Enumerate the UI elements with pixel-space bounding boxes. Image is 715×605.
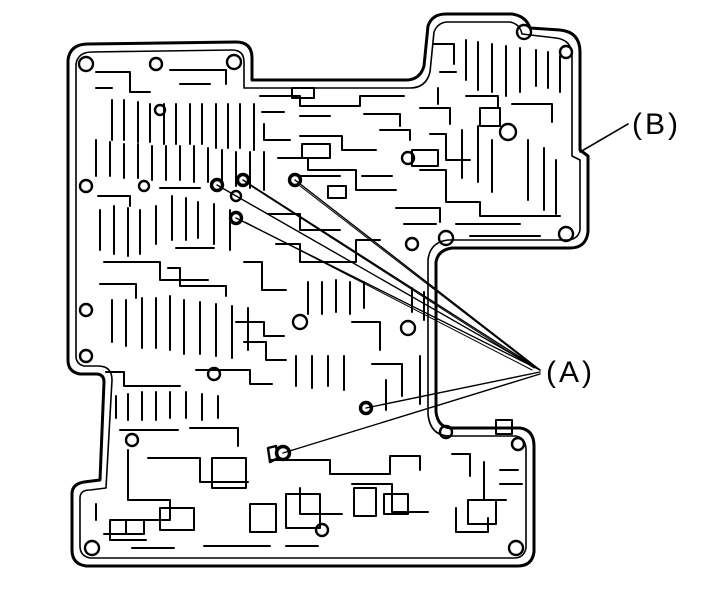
rectangular-pockets bbox=[125, 87, 513, 535]
label-a: (A) bbox=[546, 356, 595, 389]
check-ball-seats bbox=[209, 172, 374, 464]
bolt-holes bbox=[77, 23, 575, 557]
plate-outline bbox=[66, 12, 590, 568]
plate-inner-outline bbox=[75, 21, 581, 559]
vertical-passages bbox=[95, 39, 561, 421]
label-b: (B) bbox=[632, 108, 681, 141]
channel-passages bbox=[95, 43, 561, 549]
leader-lines-a bbox=[216, 179, 541, 454]
leader-line-b bbox=[579, 123, 629, 153]
